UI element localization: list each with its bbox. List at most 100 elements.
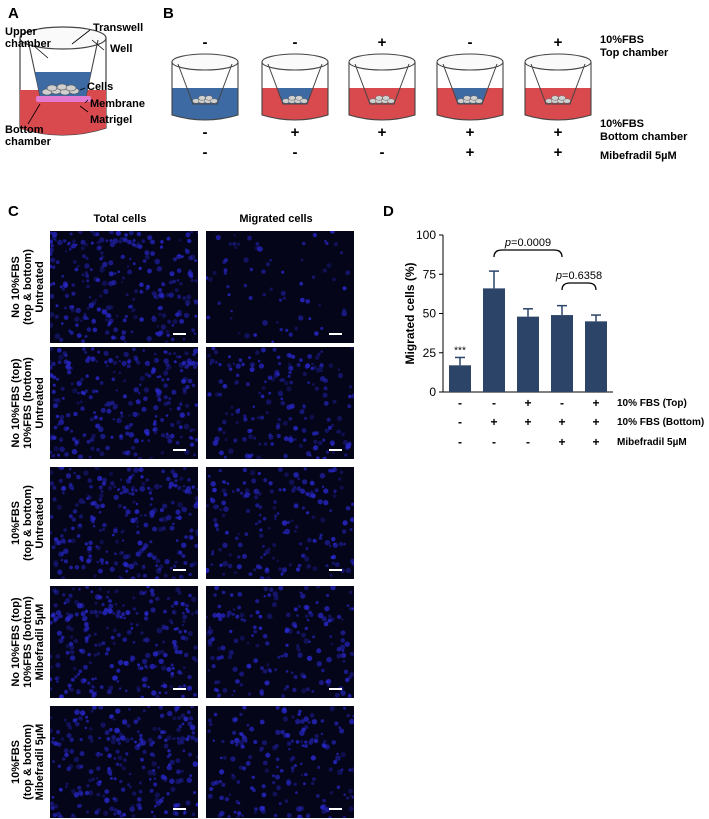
b-drug-sign-2: - xyxy=(292,144,298,161)
bar-5 xyxy=(585,321,607,392)
cells-cluster xyxy=(41,83,80,96)
label-matrigel: Matrigel xyxy=(90,114,133,126)
panel-label-c: C xyxy=(8,203,19,220)
scale-bar xyxy=(329,569,342,571)
row-label-5: 10%FBS (top & bottom) Mibefradil 5µM xyxy=(10,723,46,801)
cond-drug_signs-4: + xyxy=(558,435,565,449)
b-top-sign-3: + xyxy=(377,34,387,51)
pvalue-1-bracket xyxy=(493,249,563,258)
b-drug-sign-1: - xyxy=(202,144,208,161)
micrograph-r1-migrated xyxy=(206,231,354,343)
b-title-top: 10%FBS Top chamber xyxy=(600,34,669,59)
micrograph-r4-total xyxy=(50,586,198,698)
micrograph-r2-total xyxy=(50,347,198,459)
condition-label-2: 10% FBS (Bottom) xyxy=(617,417,704,428)
micrograph-r1-total xyxy=(50,231,198,343)
b-bottom-sign-4: + xyxy=(465,124,475,141)
cond-drug_signs-1: - xyxy=(458,435,462,449)
b-title-drug: Mibefradil 5µM xyxy=(600,150,677,162)
cond-top_signs-5: + xyxy=(592,396,599,410)
pvalue-1-label: p=0.0009 xyxy=(504,237,551,249)
bar-3 xyxy=(517,316,539,392)
well-rim xyxy=(19,26,107,50)
y-tick-label: 0 xyxy=(429,385,436,399)
b-well-3 xyxy=(348,53,416,121)
y-tick-label: 100 xyxy=(416,228,436,242)
b-well-4 xyxy=(436,53,504,121)
cond-top_signs-3: + xyxy=(524,396,531,410)
cond-drug_signs-5: + xyxy=(592,435,599,449)
b-bottom-sign-1: - xyxy=(202,124,208,141)
membrane-layer xyxy=(36,96,91,102)
significance-marker: *** xyxy=(454,345,466,356)
cond-drug_signs-2: - xyxy=(492,435,496,449)
label-membrane: Membrane xyxy=(90,98,146,110)
micrograph-r2-migrated xyxy=(206,347,354,459)
micrograph-r3-migrated xyxy=(206,467,354,579)
scale-bar xyxy=(173,449,186,451)
b-drug-sign-4: + xyxy=(465,144,475,161)
b-well-1 xyxy=(171,53,239,121)
cond-bottom_signs-5: + xyxy=(592,415,599,429)
b-top-sign-2: - xyxy=(292,34,298,51)
cond-top_signs-2: - xyxy=(492,396,496,410)
b-well-2 xyxy=(261,53,329,121)
bar-1 xyxy=(449,365,471,392)
cond-bottom_signs-4: + xyxy=(558,415,565,429)
y-tick-label: 75 xyxy=(423,267,437,281)
panel-label-a: A xyxy=(8,5,19,22)
b-drug-sign-5: + xyxy=(553,144,563,161)
label-well: Well xyxy=(110,43,133,55)
b-bottom-sign-5: + xyxy=(553,124,563,141)
micrograph-r5-total xyxy=(50,706,198,818)
pvalue-1-p-symbol: p xyxy=(504,237,511,249)
micrograph-r3-total xyxy=(50,467,198,579)
label-bottom-chamber: Bottom chamber xyxy=(5,124,51,148)
b-drug-sign-3: - xyxy=(379,144,385,161)
condition-label-3: Mibefradil 5µM xyxy=(617,437,687,448)
pvalue-2-bracket xyxy=(561,282,597,291)
label-upper-chamber: Upper chamber xyxy=(5,26,51,50)
b-top-sign-5: + xyxy=(553,34,563,51)
bar-4 xyxy=(551,315,573,392)
cond-bottom_signs-3: + xyxy=(524,415,531,429)
bar-2 xyxy=(483,288,505,392)
scale-bar xyxy=(329,333,342,335)
scale-bar xyxy=(173,808,186,810)
cond-bottom_signs-1: - xyxy=(458,415,462,429)
cond-top_signs-4: - xyxy=(560,396,564,410)
pvalue-1-value: =0.0009 xyxy=(511,237,551,249)
cond-drug_signs-3: - xyxy=(526,435,530,449)
pvalue-2-p-symbol: p xyxy=(555,270,562,282)
cond-bottom_signs-2: + xyxy=(490,415,497,429)
label-transwell: Transwell xyxy=(93,22,144,34)
b-bottom-sign-2: + xyxy=(290,124,300,141)
y-axis-label: Migrated cells (%) xyxy=(403,262,417,364)
label-cells: Cells xyxy=(87,81,114,93)
col-title-migrated: Migrated cells xyxy=(239,213,313,225)
pvalue-2-value: =0.6358 xyxy=(562,270,602,282)
pvalue-2-label: p=0.6358 xyxy=(555,270,602,282)
b-top-sign-1: - xyxy=(202,34,208,51)
row-label-4: No 10%FBS (top) 10%FBS (bottom) Mibefrad… xyxy=(10,596,46,688)
panel-label-b: B xyxy=(163,5,174,22)
b-bottom-sign-3: + xyxy=(377,124,387,141)
scale-bar xyxy=(329,688,342,690)
b-title-bottom: 10%FBS Bottom chamber xyxy=(600,118,688,143)
transwell-diagram xyxy=(19,26,107,136)
panel-label-d: D xyxy=(383,203,394,220)
b-well-5 xyxy=(524,53,592,121)
row-label-1: No 10%FBS (top & bottom) Untreated xyxy=(10,249,46,325)
scale-bar xyxy=(173,333,186,335)
scale-bar xyxy=(173,688,186,690)
row-label-2: No 10%FBS (top) 10%FBS (bottom) Untreate… xyxy=(10,357,46,449)
scale-bar xyxy=(329,449,342,451)
col-title-total: Total cells xyxy=(93,213,147,225)
scale-bar xyxy=(329,808,342,810)
y-tick-label: 25 xyxy=(423,346,437,360)
condition-label-1: 10% FBS (Top) xyxy=(617,398,687,409)
row-label-3: 10%FBS (top & bottom) Untreated xyxy=(10,485,46,561)
b-top-sign-4: - xyxy=(467,34,473,51)
micrograph-r4-migrated xyxy=(206,586,354,698)
